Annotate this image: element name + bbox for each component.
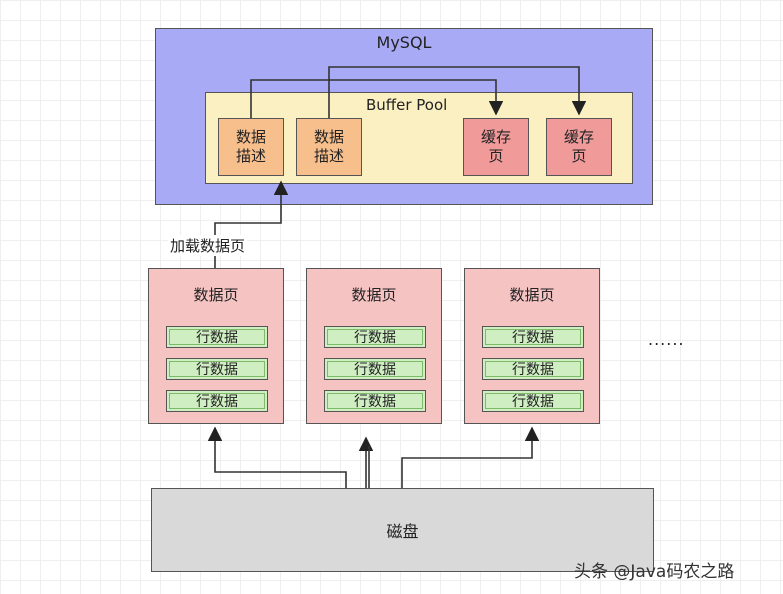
cache-page-2: 缓存 页 bbox=[546, 118, 612, 176]
desc1-to-cache1-arrow bbox=[250, 79, 504, 118]
buffer-pool-title: Buffer Pool bbox=[366, 96, 448, 114]
cache-page-1: 缓存 页 bbox=[463, 118, 529, 176]
row-data: 行数据 bbox=[324, 358, 426, 380]
watermark: 头条 @Java码农之路 bbox=[574, 562, 735, 582]
row-data: 行数据 bbox=[482, 358, 584, 380]
disk: 磁盘 bbox=[151, 488, 654, 572]
row-data: 行数据 bbox=[166, 358, 268, 380]
desc2-to-cache2-arrow bbox=[328, 66, 587, 118]
row-data: 行数据 bbox=[166, 326, 268, 348]
data-description-2: 数据 描述 bbox=[296, 118, 362, 176]
disk-to-page1-arrow bbox=[207, 426, 347, 488]
data-page-3: 数据页 行数据 行数据 行数据 bbox=[464, 268, 600, 424]
row-data: 行数据 bbox=[166, 390, 268, 412]
more-pages-ellipsis: ...... bbox=[648, 330, 685, 349]
row-data: 行数据 bbox=[482, 390, 584, 412]
load-data-page-label: 加载数据页 bbox=[168, 235, 248, 256]
disk-to-page3-arrow bbox=[401, 426, 540, 488]
data-page-2: 数据页 行数据 行数据 行数据 bbox=[306, 268, 442, 424]
data-page-title: 数据页 bbox=[351, 286, 397, 304]
data-page-title: 数据页 bbox=[509, 286, 555, 304]
row-data: 行数据 bbox=[324, 390, 426, 412]
data-page-1: 数据页 行数据 行数据 行数据 bbox=[148, 268, 284, 424]
mysql-title: MySQL bbox=[376, 33, 432, 52]
data-page-title: 数据页 bbox=[193, 286, 239, 304]
row-data: 行数据 bbox=[482, 326, 584, 348]
row-data: 行数据 bbox=[324, 326, 426, 348]
data-description-1: 数据 描述 bbox=[218, 118, 284, 176]
